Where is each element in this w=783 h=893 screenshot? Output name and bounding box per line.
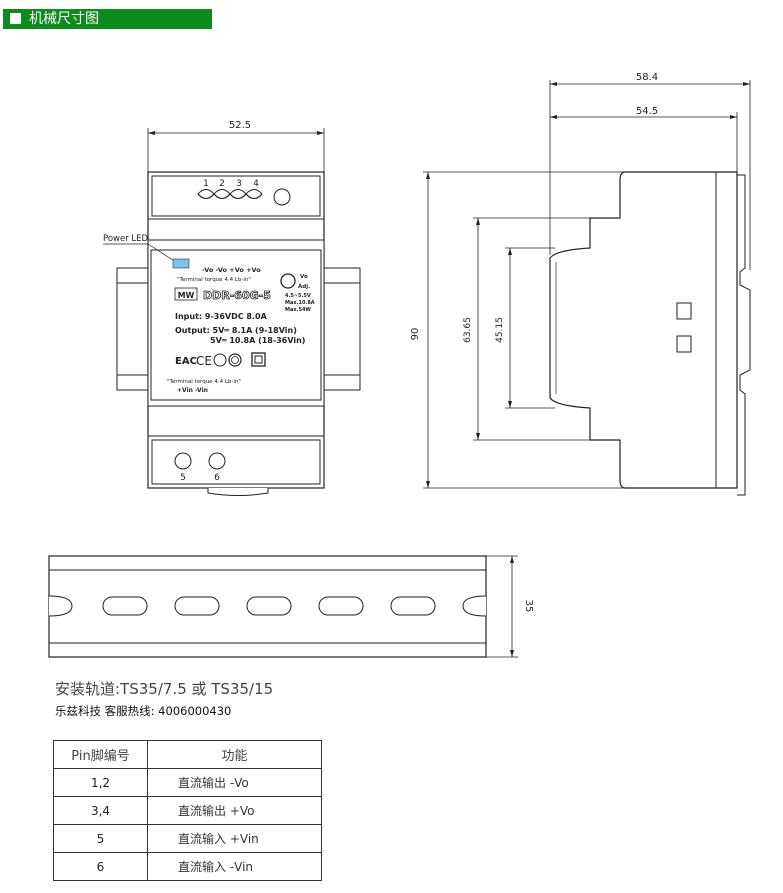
pin-3-label: 3 xyxy=(236,179,242,189)
pin-cell: 6 xyxy=(53,852,148,881)
model-name: DDR-60G-5 xyxy=(203,289,271,302)
eac-mark-icon: EAC xyxy=(175,356,197,367)
pin-2-label: 2 xyxy=(219,179,225,189)
hotline: 乐兹科技 客服热线: 4006000430 xyxy=(55,704,232,718)
terminal-torque-top-text: "Terminal torque 4.4 Lb-in" xyxy=(177,277,251,283)
header-square-icon xyxy=(10,13,21,24)
cert-circle-icon xyxy=(213,353,227,367)
pin-cell: 3,4 xyxy=(53,796,148,825)
header-pin: Pin脚编号 xyxy=(53,740,148,769)
dim-54-5: 54.5 xyxy=(636,106,658,117)
width-dimension: 52.5 xyxy=(229,120,251,131)
table-row: 1,2 直流输出 -Vo xyxy=(53,768,322,797)
input-spec: Input: 9-36VDC 8.0A xyxy=(175,312,268,321)
table-row: 3,4 直流输出 +Vo xyxy=(53,796,322,825)
rail-info: 安装轨道:TS35/7.5 或 TS35/15 xyxy=(55,680,274,698)
dim-45-15: 45.15 xyxy=(495,317,505,343)
terminal-torque-bottom-text: "Terminal torque 4.4 Lb-in" xyxy=(167,379,241,385)
function-cell: 直流输入 +Vin xyxy=(147,824,322,853)
vo-range-3: Max.54W xyxy=(285,307,311,313)
section-header: 机械尺寸图 xyxy=(3,9,212,29)
pin-4-label: 4 xyxy=(253,179,259,189)
dim-63-65: 63.65 xyxy=(463,317,473,343)
brand-text: MW xyxy=(178,291,195,300)
power-led-icon xyxy=(172,258,190,269)
vo-range-1: 4.5~5.5V xyxy=(285,293,311,299)
pin-cell: 1,2 xyxy=(53,768,148,797)
din-rail-view: 35 xyxy=(48,555,534,658)
power-led-label: Power LED xyxy=(103,234,149,244)
dim-35: 35 xyxy=(523,600,534,613)
pin-5-label: 5 xyxy=(180,473,186,483)
vo-adj-knob-icon xyxy=(280,273,296,289)
pin-table-header: Pin脚编号 功能 xyxy=(53,740,322,769)
ce-mark-icon: CE xyxy=(196,354,212,368)
vo-label: Vo xyxy=(300,274,308,280)
input-terminals-text: +Vin -Vin xyxy=(177,387,208,394)
output-terminals-text: -Vo -Vo +Vo +Vo xyxy=(202,266,261,274)
function-cell: 直流输入 -Vin xyxy=(147,852,322,881)
pin-1-label: 1 xyxy=(203,179,209,189)
double-insulation-icon xyxy=(251,352,266,367)
front-view: 52.5 1 2 3 4 Power LED -Vo -Vo +Vo xyxy=(103,120,361,496)
pin-6-label: 6 xyxy=(214,473,220,483)
vo-range-2: Max.10.8A xyxy=(285,300,315,306)
pin-cell: 5 xyxy=(53,824,148,853)
adj-label: Adj. xyxy=(298,284,310,290)
cert-seal-icon xyxy=(228,353,242,367)
side-view: 58.4 54.5 90 63.65 45.15 xyxy=(410,72,751,496)
function-cell: 直流输出 -Vo xyxy=(147,768,322,797)
header-function: 功能 xyxy=(147,740,322,769)
output-spec-2: 5V═ 10.8A (18-36Vin) xyxy=(210,336,305,345)
pin-table: Pin脚编号 功能 1,2 直流输出 -Vo 3,4 直流输出 +Vo 5 直流… xyxy=(53,740,322,881)
brand-logo xyxy=(174,287,198,301)
table-row: 5 直流输入 +Vin xyxy=(53,824,322,853)
dim-58-4: 58.4 xyxy=(636,72,658,83)
table-row: 6 直流输入 -Vin xyxy=(53,852,322,881)
section-title: 机械尺寸图 xyxy=(29,11,99,27)
output-spec-1: Output: 5V═ 8.1A (9-18Vin) xyxy=(175,326,297,335)
function-cell: 直流输出 +Vo xyxy=(147,796,322,825)
dim-90: 90 xyxy=(410,328,421,341)
